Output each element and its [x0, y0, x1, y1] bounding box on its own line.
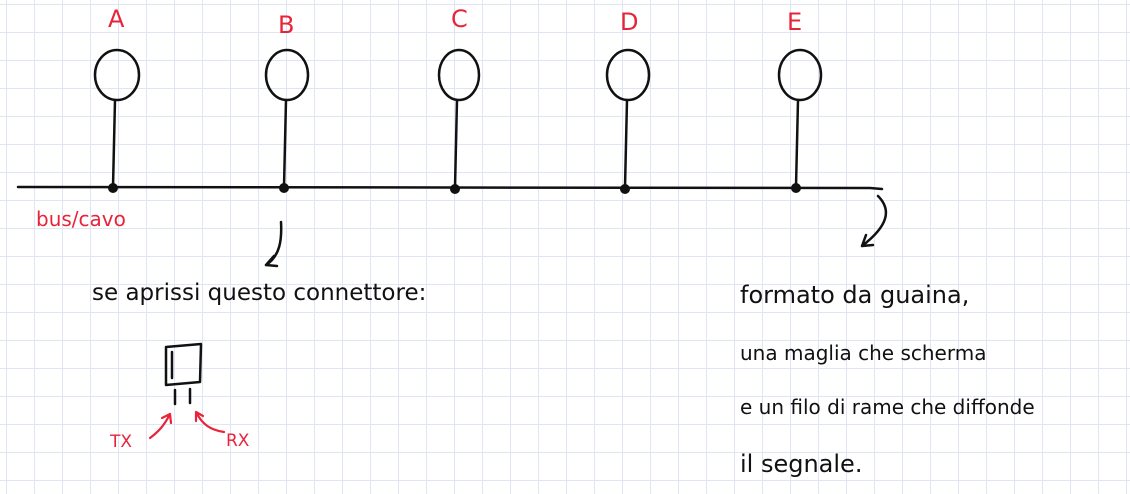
node-d-label: D	[620, 8, 638, 36]
node-b-label: B	[278, 11, 294, 39]
node-b: B	[264, 11, 310, 193]
node-e: E	[777, 8, 823, 193]
node-b-drop	[282, 98, 288, 189]
node-d: D	[605, 8, 651, 194]
cable-note-line-4: il segnale.	[740, 450, 862, 478]
bus-line	[16, 185, 884, 191]
connector-body	[164, 342, 203, 387]
connector-arrow	[264, 220, 283, 268]
node-a-drop	[111, 98, 117, 189]
cable-note-line-3: e un filo di rame che diffonde	[740, 395, 1035, 419]
node-c-tap	[450, 184, 460, 194]
node-d-tap	[620, 184, 630, 194]
node-c-station	[437, 48, 481, 102]
node-e-tap	[791, 183, 801, 193]
node-a-tap	[108, 183, 118, 193]
rx-arrow	[194, 410, 226, 434]
cable-note: formato da guaina, una maglia che scherm…	[740, 281, 1035, 478]
connector-caption: se aprissi questo connettore:	[92, 280, 426, 306]
connector-sketch	[164, 342, 203, 406]
node-b-tap	[279, 183, 289, 193]
bus-label: bus/cavo	[36, 207, 126, 231]
tx-label: TX	[109, 432, 132, 452]
node-b-station	[264, 48, 310, 102]
node-c-label: C	[451, 5, 468, 33]
node-d-station	[605, 48, 651, 102]
node-c-drop	[453, 98, 459, 190]
cable-note-line-2: una maglia che scherma	[740, 341, 986, 365]
tx-arrow	[148, 412, 173, 440]
rx-label: RX	[226, 431, 250, 451]
node-a-station	[93, 48, 141, 102]
node-e-drop	[794, 98, 800, 189]
node-e-label: E	[787, 8, 802, 36]
node-a: A	[93, 5, 141, 193]
node-e-station	[777, 48, 823, 102]
node-d-drop	[623, 98, 629, 190]
node-c: C	[437, 5, 481, 194]
cable-note-arrow	[860, 194, 888, 248]
cable-note-line-1: formato da guaina,	[740, 281, 969, 309]
node-a-label: A	[108, 5, 125, 33]
